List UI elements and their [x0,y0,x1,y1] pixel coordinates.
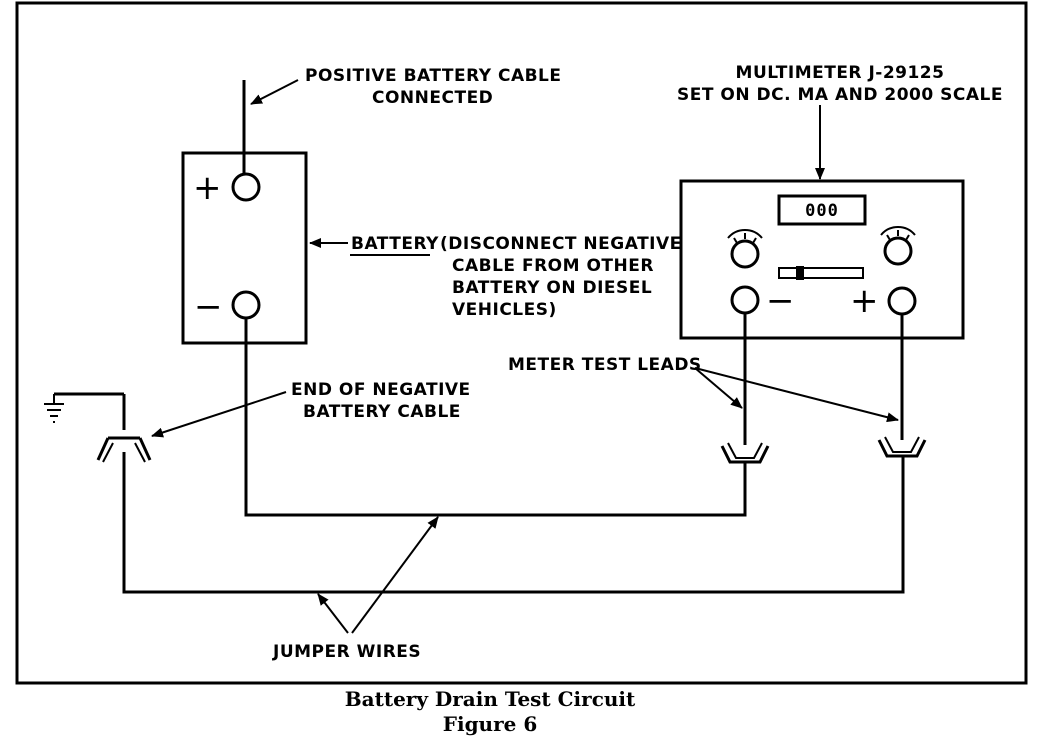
negative-terminal-to-meter-wire [244,318,747,517]
meter-leads-arrow-left [694,367,743,409]
ground-cable-to-meter-wire [122,452,905,594]
battery-note-line3: BATTERY ON DIESEL [452,278,652,298]
battery-label: BATTERY [351,234,439,254]
negative-lead-clip [720,442,770,464]
negative-cable-end-arrow [151,391,287,438]
meter-left-knob-scale [727,228,763,239]
end-cable-label-line2: BATTERY CABLE [303,402,461,422]
multimeter-label-line2: SET ON DC. MA AND 2000 SCALE [677,85,1003,105]
meter-display-value: 000 [805,201,839,221]
jumper-wires-arrow-left [317,593,349,634]
negative-cable-clip [96,436,152,463]
battery-plus-symbol: + [193,168,222,208]
end-cable-label-line1: END OF NEGATIVE [291,380,471,400]
jumper-wires-arrow-right [351,516,439,634]
multimeter: 000 − + [679,179,965,340]
meter-leads-label: METER TEST LEADS [508,355,702,375]
battery-negative-terminal [231,290,261,320]
battery-minus-symbol: − [194,287,223,327]
caption-figure: Figure 6 [443,712,537,736]
meter-slide-switch [778,267,864,279]
meter-slide-switch-knob [796,266,804,280]
meter-minus-symbol: − [766,281,795,321]
caption-title: Battery Drain Test Circuit [345,687,636,711]
meter-negative-jack [730,285,760,315]
battery-note-line4: VEHICLES) [452,300,557,320]
meter-right-knob-scale [880,225,916,236]
meter-positive-jack [887,286,917,316]
meter-display [777,194,867,226]
ground-symbol [44,392,124,423]
figure-frame [15,1,1028,685]
jumper-wires-label: JUMPER WIRES [272,642,421,662]
multimeter-label-line1: MULTIMETER J-29125 [736,63,945,83]
positive-cable-label-line2: CONNECTED [372,88,493,108]
battery-note-line1: (DISCONNECT NEGATIVE [440,234,682,254]
battery-note-line2: CABLE FROM OTHER [452,256,654,276]
positive-cable-label-line1: POSITIVE BATTERY CABLE [305,66,562,86]
battery: + − [181,151,308,345]
positive-cable-arrow [250,79,299,105]
meter-plus-symbol: + [850,281,879,321]
meter-left-knob [730,239,760,269]
multimeter-case [679,179,965,340]
meter-leads-arrow-right [694,367,899,423]
battery-positive-terminal [231,172,261,202]
meter-right-knob [883,236,913,266]
